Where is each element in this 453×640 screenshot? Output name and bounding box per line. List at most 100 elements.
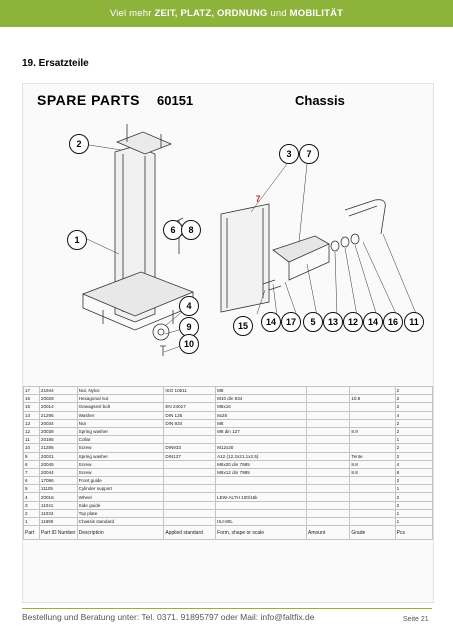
table-cell-amount xyxy=(305,435,351,445)
table-cell-pcs: 4 xyxy=(394,410,434,420)
table-cell-form: M8x16 xyxy=(215,402,307,412)
table-cell-desc: Top plate xyxy=(76,508,165,519)
table-cell-form: LEW-ALTH 100/15k xyxy=(215,492,307,502)
table-cell-pos: 7 xyxy=(23,467,40,478)
spare-parts-sheet: SPARE PARTS 60151 Chassis xyxy=(22,83,434,603)
table-cell-pos: 15 xyxy=(23,402,40,412)
table-cell-std xyxy=(163,484,217,494)
table-cell-pos: 14 xyxy=(23,410,40,420)
table-cell-std: EN 24017 xyxy=(163,402,217,412)
callout-17: 17 xyxy=(281,312,301,332)
table-cell-amount xyxy=(305,394,351,404)
table-cell-desc: Spring washer xyxy=(76,426,165,437)
table-cell-form: ISJ-90L xyxy=(215,516,307,527)
table-cell-id: 11034 xyxy=(38,508,78,519)
table-cell-pos: 5 xyxy=(23,484,40,494)
table-header-id: Part ID Number xyxy=(38,525,78,541)
table-cell-id: 20016 xyxy=(38,492,78,502)
table-cell-pos: 16 xyxy=(23,394,40,404)
table-cell-pcs: 2 xyxy=(394,451,434,461)
table-cell-amount xyxy=(305,410,351,420)
table-cell-id: 20028 xyxy=(38,394,78,404)
table-cell-std xyxy=(163,459,217,469)
callout-12: 12 xyxy=(343,312,363,332)
table-cell-pcs: 1 xyxy=(394,484,434,494)
table-cell-desc: Side guide xyxy=(76,500,165,510)
table-cell-amount xyxy=(305,516,351,527)
table-cell-pcs: 8 xyxy=(394,467,434,478)
table-cell-desc: Screw xyxy=(76,459,165,469)
table-cell-form xyxy=(215,508,307,519)
table-cell-grade xyxy=(349,443,396,453)
table-cell-grade xyxy=(349,484,396,494)
table-cell-grade xyxy=(349,516,396,527)
table-cell-std xyxy=(163,426,217,437)
table-cell-form: M6x20 din 7985 xyxy=(215,459,307,469)
callout-4: 4 xyxy=(179,296,199,316)
table-cell-amount xyxy=(305,476,351,486)
table-header-grade: Grade xyxy=(349,525,396,541)
table-cell-pos: 9 xyxy=(23,451,40,461)
table-cell-amount xyxy=(305,402,351,412)
callout-14: 14 xyxy=(261,312,281,332)
callout-11: 11 xyxy=(404,312,424,332)
table-cell-desc: Screw xyxy=(76,467,165,478)
table-cell-std xyxy=(163,394,217,404)
callout-7: 7 xyxy=(299,144,319,164)
table-cell-pcs: 2 xyxy=(394,476,434,486)
table-cell-pcs: 2 xyxy=(394,426,434,437)
table-cell-grade xyxy=(349,385,396,396)
table-header-pos: Part xyxy=(23,525,40,541)
callout-6: 6 xyxy=(163,220,183,240)
table-cell-pcs: 2 xyxy=(394,492,434,502)
table-cell-id: 20031 xyxy=(38,451,78,461)
table-cell-amount xyxy=(305,508,351,519)
table-cell-id: 21286 xyxy=(38,443,78,453)
callout-15: 15 xyxy=(233,316,253,336)
table-cell-desc: Washer xyxy=(76,410,165,420)
table-cell-pos: 4 xyxy=(23,492,40,502)
table-cell-desc: Collar xyxy=(76,435,165,445)
table-cell-std: DIN 934 xyxy=(163,418,217,428)
table-cell-form: 8x28 xyxy=(215,410,307,420)
table-cell-id: 20038 xyxy=(38,426,78,437)
table-cell-std xyxy=(163,500,217,510)
table-cell-pos: 6 xyxy=(23,476,40,486)
table-cell-std: DIN127 xyxy=(163,451,217,461)
callout-16: 16 xyxy=(383,312,403,332)
table-cell-desc: Screw xyxy=(76,443,165,453)
table-cell-pos: 1 xyxy=(23,516,40,527)
section-title: 19. Ersatzteile xyxy=(22,58,89,69)
table-cell-form: M8 xyxy=(215,385,307,396)
table-cell-pcs: 1 xyxy=(394,516,434,527)
table-cell-grade xyxy=(349,402,396,412)
table-cell-amount xyxy=(305,500,351,510)
table-cell-pos: 17 xyxy=(23,385,40,396)
callout-14b: 14 xyxy=(363,312,383,332)
table-cell-amount xyxy=(305,418,351,428)
table-cell-std xyxy=(163,435,217,445)
table-cell-amount xyxy=(305,426,351,437)
table-cell-id: 21295 xyxy=(38,410,78,420)
table-cell-form: M12x30 xyxy=(215,443,307,453)
table-cell-std xyxy=(163,508,217,519)
table-cell-pcs: 2 xyxy=(394,500,434,510)
table-cell-id: 11890 xyxy=(38,516,78,527)
table-cell-pcs: 1 xyxy=(394,435,434,445)
callout-10: 10 xyxy=(179,334,199,354)
table-cell-grade xyxy=(349,410,396,420)
table-cell-form: M6x12 din 7985 xyxy=(215,467,307,478)
table-cell-pcs: 2 xyxy=(394,394,434,404)
table-cell-grade xyxy=(349,418,396,428)
sheet-number: 60151 xyxy=(157,93,194,108)
